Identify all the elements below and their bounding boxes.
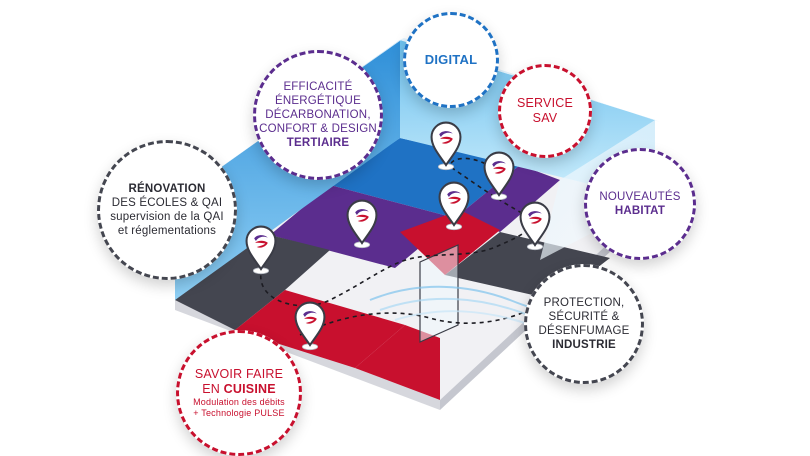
route-path [259,157,532,307]
bubble-industrie-line2: SÉCURITÉ & [548,310,620,323]
bubble-renovation[interactable]: RÉNOVATION DES ÉCOLES & QAI supervision … [97,140,237,280]
airflow-swirl [394,310,529,325]
bubble-cuisine-line2a: EN [202,382,220,397]
bubble-digital-label: DIGITAL [424,52,478,68]
bubble-renovation-line2: DES ÉCOLES & QAI [111,196,223,209]
bubble-tertiaire-line3: DÉCARBONATION, [265,108,371,121]
bubble-tertiaire-line4: CONFORT & DESIGN [259,123,377,135]
bubble-sav-line2: SAV [532,111,558,125]
bubble-industrie-line3: DÉSENFUMAGE [538,325,630,337]
bubble-tertiaire-line1: EFFICACITÉ [283,80,353,93]
bubble-industrie[interactable]: PROTECTION, SÉCURITÉ & DÉSENFUMAGE INDUS… [524,264,644,384]
bubble-cuisine-line3: Modulation des débits [193,397,285,408]
tile-purple-right [455,165,560,232]
bubble-tertiaire-line5: TERTIAIRE [286,137,350,150]
bubble-cuisine[interactable]: SAVOIR FAIRE EN CUISINE Modulation des d… [176,330,302,456]
tile-red-center [400,210,500,275]
route-path-front [299,299,546,336]
bubble-tertiaire-line2: ÉNERGÉTIQUE [275,94,361,107]
tile-blue [330,138,520,218]
bubble-habitat[interactable]: NOUVEAUTÉS HABITAT [584,148,696,260]
bubble-cuisine-line1: SAVOIR FAIRE [194,366,284,381]
bubble-service-sav[interactable]: SERVICE SAV [498,64,592,158]
bubble-sav-line1: SERVICE [516,95,574,110]
bubble-renovation-line1: RÉNOVATION [128,182,206,195]
bubble-habitat-line1: NOUVEAUTÉS [599,190,681,203]
bubble-tertiaire[interactable]: EFFICACITÉ ÉNERGÉTIQUE DÉCARBONATION, CO… [253,50,383,180]
bubble-habitat-line2: HABITAT [614,205,666,217]
bubble-renovation-line4: et réglementations [117,225,217,238]
bubble-digital[interactable]: DIGITAL [403,12,499,108]
bubble-industrie-line1: PROTECTION, [543,296,625,309]
bubble-renovation-line3: supervision de la QAI [110,211,224,223]
bubble-cuisine-line2b: CUISINE [223,382,276,397]
bubble-cuisine-line4: + Technologie PULSE [193,408,285,419]
bubble-industrie-line4: INDUSTRIE [552,339,616,352]
partition-door [419,244,459,343]
tile-red-edge [355,325,440,400]
